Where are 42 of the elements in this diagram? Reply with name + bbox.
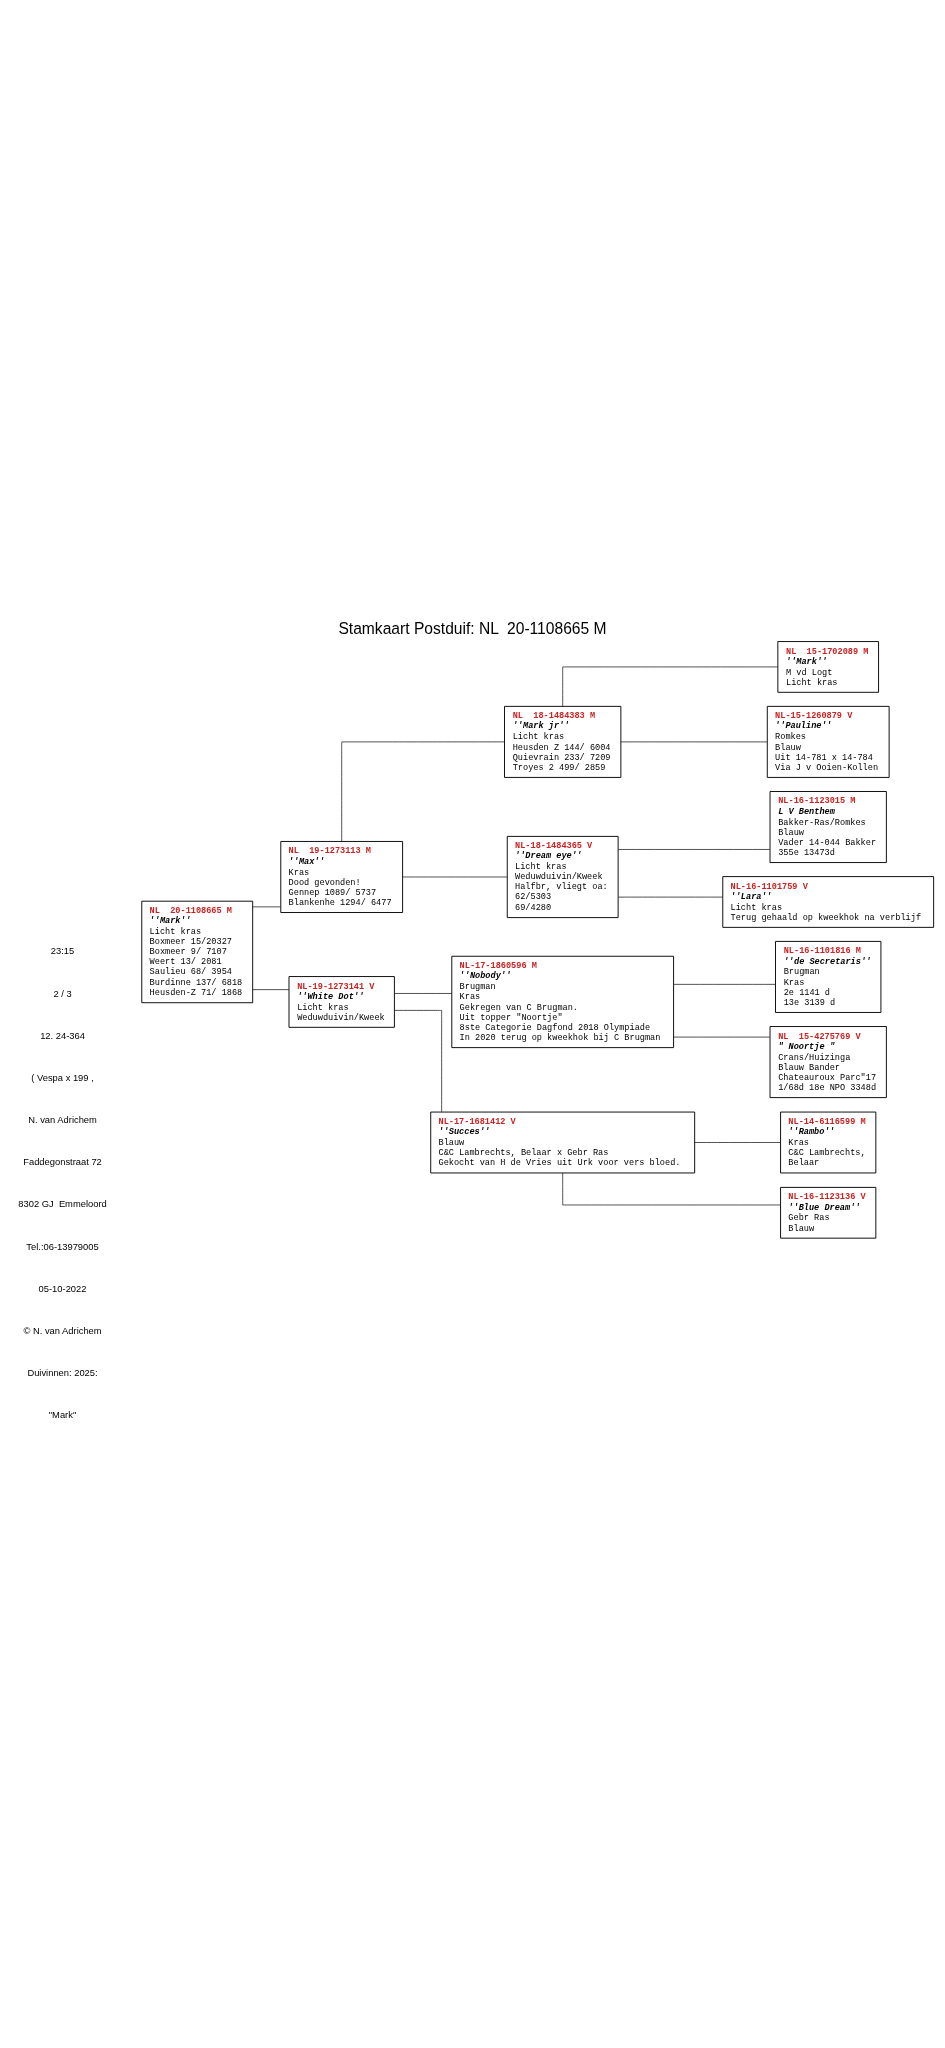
label: 8302 GJ Emmeloord — [18, 1199, 107, 1210]
label: "Mark" — [48, 1410, 77, 1421]
node-box: NL 15-4275769 V " Noortje " Crans/Huizinga Blauw Bander Chateauroux Parc"17 1/68d 18e NPO 3348d — [769, 1026, 887, 1099]
label: Faddegonstraat 72 — [23, 1157, 102, 1168]
connector — [394, 1010, 443, 1113]
connector — [252, 989, 290, 991]
connector — [617, 849, 771, 850]
connector — [673, 984, 776, 985]
label: N. van Adrichem — [28, 1115, 97, 1126]
node-box: NL-17-1860596 M ''Nobody'' Brugman Kras Gekregen van C Brugman. Uit topper "Noortje" 8ste Categorie Dagfond 2018 Olympiade In 2020 terug op kweekhok bij C Brugman — [451, 955, 675, 1049]
node-box: NL-16-1123136 V ''Blue Dream'' Gebr Ras Blauw — [780, 1186, 877, 1239]
node-box: NL 19-1273113 M ''Max'' Kras Dood gevonden! Gennep 1089/ 5737 Blankenhe 1294/ 6477 — [280, 841, 404, 913]
diagram-title: Stamkaart Postduif: NL 20-1108665 M — [338, 619, 607, 637]
node-box: NL-16-1101816 M ''de Secretaris'' Brugman Kras 2e 1141 d 13e 3139 d — [775, 940, 882, 1013]
label: ( Vespa x 199 , — [31, 1072, 94, 1083]
connector — [402, 876, 508, 878]
node-box: NL-16-1123015 M L V Benthem Bakker-Ras/Romkes Blauw Vader 14-044 Bakker 355e 13473d — [769, 791, 887, 863]
node-box: NL-17-1681412 V ''Succes'' Blauw C&C Lambrechts, Belaar x Gebr Ras Gekocht van H de Vries uit Urk voor vers bloed. — [430, 1111, 696, 1174]
node-box: NL-18-1484365 V ''Dream eye'' Licht kras Weduwduivin/Kweek Halfbr, vliegt oa: 62/5303 69/4280 — [506, 835, 619, 919]
node-box: NL-16-1101759 V ''Lara'' Licht kras Terug gehaald op kweekhok na verblijf — [722, 876, 935, 928]
node-box: NL-19-1273141 V ''White Dot'' Licht kras Weduwduivin/Kweek — [288, 976, 395, 1028]
label: 12. 24-364 — [40, 1030, 85, 1041]
label: © N. van Adrichem — [23, 1325, 102, 1336]
connector — [620, 741, 768, 743]
connector — [562, 1172, 781, 1206]
node-box: NL-14-6116599 M ''Rambo'' Kras C&C Lambrechts, Belaar — [780, 1111, 877, 1174]
label: 23:15 — [50, 946, 75, 957]
node-box: NL 20-1108665 M ''Mark'' Licht kras Boxmeer 15/20327 Boxmeer 9/ 7107 Weert 13/ 2081 Saulieu 68/ 3954 Burdinne 137/ 6818 Heusden-Z 71/ 1868 — [141, 900, 254, 1004]
node-box: NL 15-1702089 M ''Mark'' M vd Logt Licht kras — [777, 641, 880, 693]
connector — [673, 1036, 771, 1038]
node-box: NL 18-1484383 M ''Mark jr'' Licht kras Heusden Z 144/ 6004 Quievrain 233/ 7209 Troyes 2 499/ 2859 — [504, 705, 622, 778]
label: Duivinnen: 2025: — [27, 1368, 98, 1379]
label: Tel.:06-13979005 — [26, 1241, 99, 1252]
connector — [252, 906, 281, 908]
connector — [617, 896, 724, 898]
node-box: NL-15-1260879 V ''Pauline'' Romkes Blauw Uit 14-781 x 14-784 Via J v Ooien-Kollen — [766, 705, 890, 778]
connector — [694, 1142, 781, 1143]
label: 05-10-2022 — [38, 1283, 87, 1294]
connector — [394, 993, 453, 994]
label: 2 / 3 — [53, 988, 72, 999]
connector — [562, 666, 779, 707]
connector — [341, 741, 505, 842]
